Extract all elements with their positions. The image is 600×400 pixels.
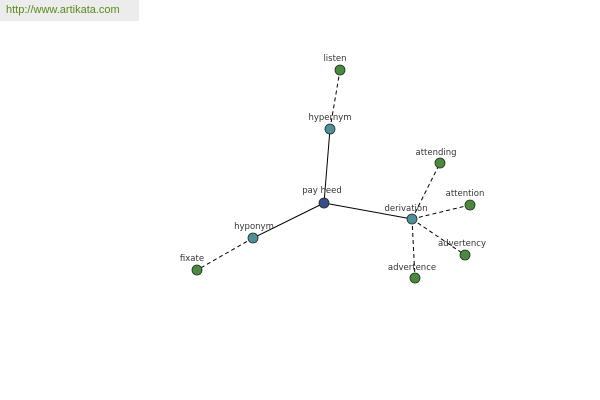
watermark-url: http://www.artikata.com	[0, 0, 139, 21]
node-label-derivation: derivation	[384, 204, 427, 214]
edge-pay-heed-to-hyponym	[252, 202, 325, 239]
edge-derivation-to-advertency	[411, 218, 466, 256]
edge-pay-heed-to-hypernym	[323, 128, 331, 204]
edge-pay-heed-to-derivation	[323, 202, 413, 220]
node-label-hypernym: hypernym	[308, 113, 351, 123]
node-advertency[interactable]	[459, 249, 471, 261]
node-derivation[interactable]	[406, 213, 418, 225]
edge-derivation-to-advertence	[411, 218, 416, 279]
node-attention[interactable]	[464, 199, 476, 211]
node-label-attention: attention	[446, 189, 485, 199]
node-label-listen: listen	[323, 54, 346, 64]
node-hypernym[interactable]	[324, 123, 336, 135]
edge-hypernym-to-listen	[329, 69, 341, 130]
graph-nodes	[191, 64, 476, 284]
node-listen[interactable]	[334, 64, 346, 76]
node-fixate[interactable]	[191, 264, 203, 276]
edge-derivation-to-attention	[411, 204, 471, 220]
node-label-advertence: advertence	[388, 263, 436, 273]
node-label-attending: attending	[415, 148, 456, 158]
node-label-hyponym: hyponym	[234, 222, 274, 232]
node-pay-heed[interactable]	[318, 197, 330, 209]
node-label-pay-heed: pay heed	[302, 186, 342, 196]
node-label-fixate: fixate	[180, 254, 204, 264]
edge-derivation-to-attending	[411, 162, 441, 220]
node-advertence[interactable]	[409, 272, 421, 284]
node-hyponym[interactable]	[247, 232, 259, 244]
graph-edges	[196, 69, 471, 279]
node-attending[interactable]	[434, 157, 446, 169]
edge-hyponym-to-fixate	[196, 237, 254, 271]
node-label-advertency: advertency	[438, 239, 486, 249]
graph-labels: pay heed hypernym hyponym derivation listen f…	[180, 54, 486, 273]
